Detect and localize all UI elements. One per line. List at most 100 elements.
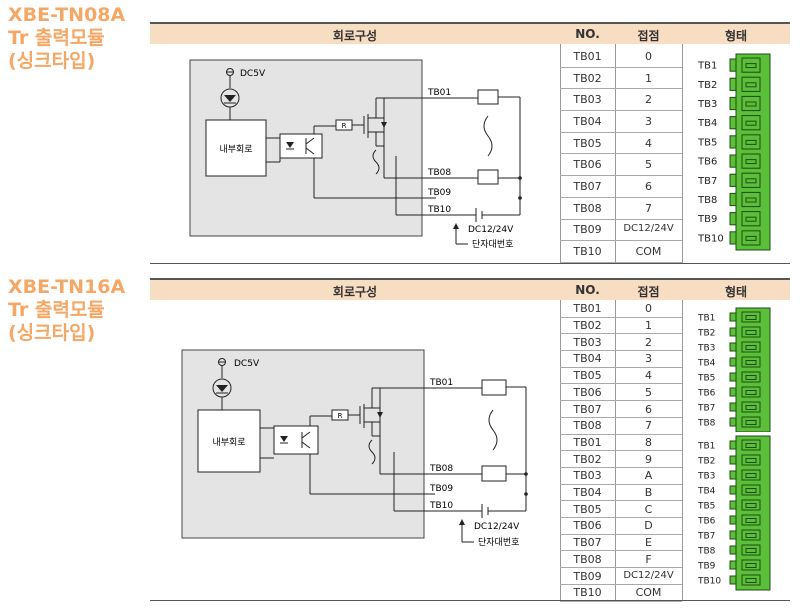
contact-cell: D — [644, 519, 653, 533]
terminal-slot — [741, 401, 761, 413]
terminal-label: TB1 — [697, 314, 715, 324]
contact-cell: F — [645, 552, 652, 566]
terminal-tab — [729, 560, 737, 570]
contact-cell: 5 — [645, 385, 652, 399]
contact-cell: 6 — [645, 180, 652, 194]
terminal-screw — [745, 360, 757, 365]
terminal-label: TB2 — [697, 80, 717, 91]
terminal-tab — [729, 440, 737, 450]
terminal-slot — [741, 514, 761, 526]
terminal-screw — [745, 235, 757, 241]
tb-top-label: TB01 — [429, 378, 453, 388]
terminal-screw — [745, 139, 757, 145]
terminal-screw — [745, 533, 757, 538]
terminal-label: TB5 — [697, 137, 717, 148]
contact-cell: 7 — [645, 419, 652, 433]
contact-cell: 7 — [645, 201, 652, 215]
contact-cell: 9 — [645, 452, 652, 466]
contact-cell: 5 — [645, 158, 652, 172]
terminal-label: TB8 — [697, 547, 716, 557]
terminal-no-cell: TB09 — [573, 223, 602, 237]
terminal-slot — [741, 499, 761, 511]
terminal-tab — [729, 417, 737, 427]
terminal-screw — [745, 405, 757, 410]
terminal-slot — [741, 386, 761, 398]
terminal-slot — [741, 211, 761, 227]
section2-circuit-diagram: DC5V 내부회로 R TB01 TB08 TB09 TB10 DC12 — [181, 349, 528, 548]
terminal-tab — [729, 77, 737, 91]
terminal-slot — [741, 469, 761, 481]
terminal-screw — [745, 390, 757, 395]
terminal-no-cell: TB05 — [573, 136, 602, 150]
terminal-label: TB3 — [697, 344, 715, 354]
terminal-tab — [729, 357, 737, 367]
header-contact: 접점 — [637, 29, 660, 43]
terminal-slot — [741, 153, 761, 169]
terminal-label: TB4 — [697, 359, 716, 369]
model-name: XBE-TN08A — [8, 4, 126, 26]
terminal-no-cell: TB07 — [573, 536, 602, 550]
terminal-tab — [729, 135, 737, 149]
terminal-slot — [741, 439, 761, 451]
terminal-tab — [729, 515, 737, 525]
terminal-slot — [741, 371, 761, 383]
contact-cell: 2 — [645, 93, 652, 107]
section2-header: 회로구성 NO. 접점 형태 — [150, 278, 790, 300]
terminal-tab — [729, 387, 737, 397]
terminal-screw — [745, 315, 757, 320]
terminal-slot — [741, 356, 761, 368]
terminal-screw — [745, 101, 757, 107]
contact-cell: A — [644, 469, 653, 483]
terminal-tab — [729, 116, 737, 130]
terminal-number-label: 단자대번호 — [478, 537, 519, 548]
contact-cell: 6 — [645, 402, 652, 416]
terminal-label: TB6 — [697, 157, 717, 168]
terminal-slot — [741, 95, 761, 112]
terminal-label: TB3 — [697, 472, 715, 482]
terminal-screw — [745, 375, 757, 380]
terminal-label: TB2 — [697, 457, 715, 467]
terminal-screw — [745, 420, 757, 425]
terminal-screw — [745, 178, 757, 184]
terminal-label: TB7 — [697, 404, 715, 414]
terminal-slot — [741, 559, 761, 571]
terminal-label: TB3 — [697, 99, 717, 110]
terminal-label: TB8 — [697, 419, 716, 429]
header-form: 형태 — [724, 29, 748, 43]
terminal-no-cell: TB05 — [573, 502, 602, 516]
terminal-label: TB10 — [697, 233, 724, 244]
terminal-no-cell: TB06 — [573, 519, 602, 533]
terminal-label: TB7 — [697, 176, 717, 187]
terminal-screw — [745, 458, 757, 463]
terminal-tab — [729, 154, 737, 168]
terminal-label: TB9 — [697, 562, 716, 572]
terminal-label: TB1 — [697, 442, 715, 452]
terminal-slot — [741, 529, 761, 541]
dc5v-label: DC5V — [240, 69, 266, 79]
terminal-no-cell: TB01 — [573, 302, 602, 316]
terminal-no-cell: TB04 — [573, 114, 602, 128]
tb-b-label: TB10 — [427, 205, 451, 215]
tb-b-label: TB10 — [429, 501, 453, 511]
terminal-slot — [741, 57, 761, 73]
terminal-label: TB6 — [697, 389, 716, 399]
contact-cell: 0 — [645, 49, 652, 63]
supply-label: DC12/24V — [468, 225, 514, 235]
terminal-slot — [741, 230, 761, 246]
terminal-label: TB4 — [697, 118, 717, 129]
contact-cell: 1 — [645, 71, 652, 85]
terminal-no-cell: TB04 — [573, 486, 602, 500]
